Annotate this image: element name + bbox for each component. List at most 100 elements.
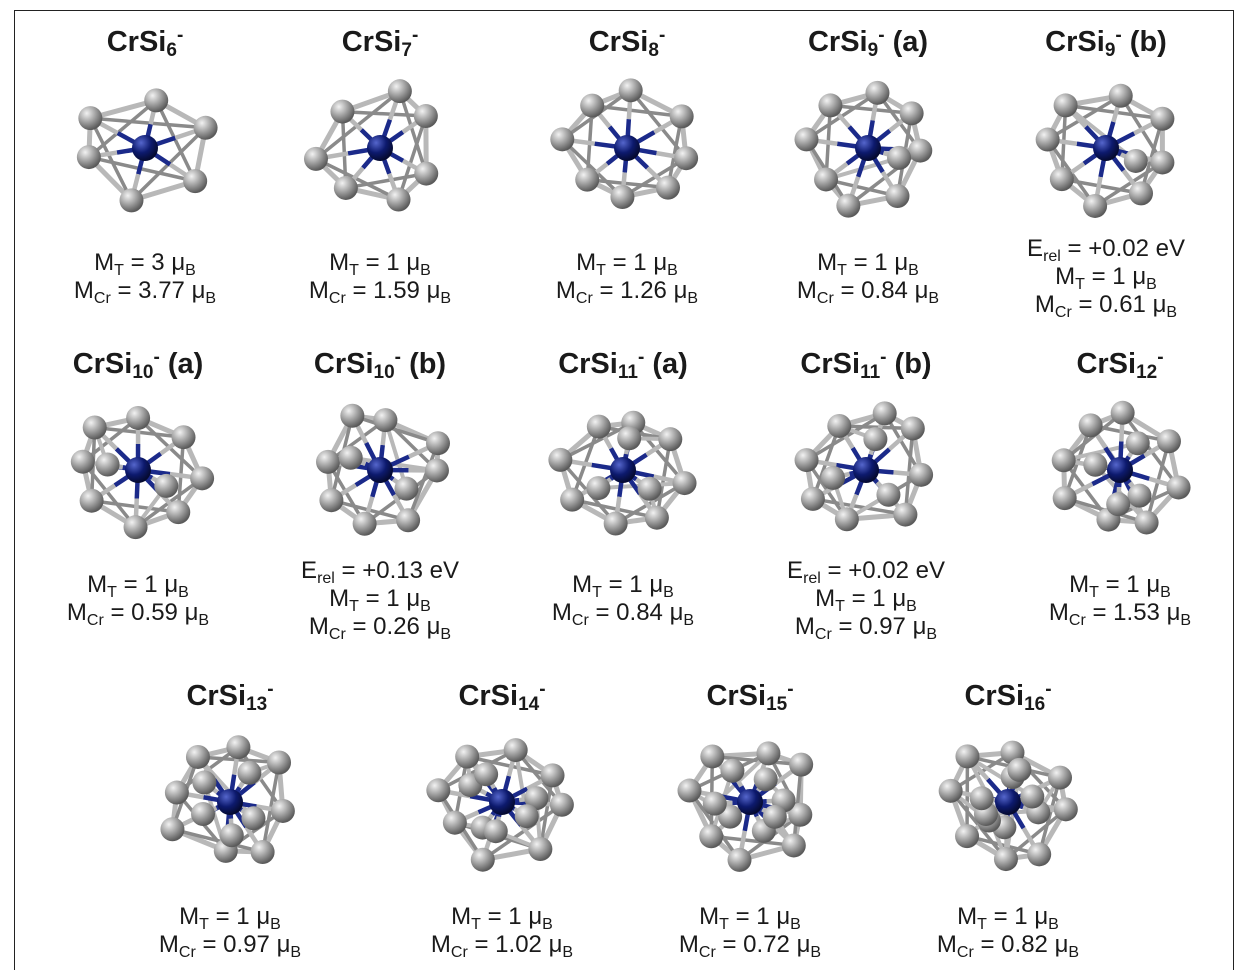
- mu-symbol: μ: [185, 599, 199, 626]
- total-moment: MT = 1 μB: [493, 571, 753, 599]
- si-atom: [873, 401, 897, 425]
- si-atom: [1128, 484, 1152, 508]
- si-atom: [1157, 429, 1181, 453]
- cluster-structure-image: [15, 60, 275, 235]
- mt-value: 1: [508, 903, 521, 930]
- si-atom: [970, 786, 994, 810]
- si-atom: [548, 448, 572, 472]
- cluster-structure-image: [990, 382, 1249, 557]
- total-moment: MT = 3 μB: [15, 249, 275, 277]
- cluster-structure-image: [738, 60, 998, 235]
- equals-sign: =: [821, 557, 848, 584]
- mu-symbol: μ: [277, 931, 291, 958]
- si-atom: [528, 837, 552, 861]
- cluster-formula: CrSi11- (b): [736, 348, 996, 382]
- si-atom: [484, 819, 508, 843]
- equals-sign: =: [1061, 235, 1088, 262]
- si-atom: [80, 489, 104, 513]
- si-atom: [96, 453, 120, 477]
- mcr-symbol: M: [552, 599, 572, 626]
- equals-sign: =: [602, 571, 629, 598]
- si-atom: [124, 515, 148, 539]
- si-atom: [587, 415, 611, 439]
- cluster-structure-image: [250, 382, 510, 557]
- si-atom: [267, 751, 291, 775]
- si-atom: [83, 416, 107, 440]
- equals-sign: =: [729, 903, 756, 930]
- equals-sign: =: [104, 599, 131, 626]
- formula-charge: -: [787, 679, 793, 700]
- total-moment: MT = 1 μB: [976, 263, 1236, 291]
- mu-subscript: B: [1180, 612, 1191, 629]
- formula-charge: -: [177, 25, 183, 46]
- si-atom: [1150, 150, 1174, 174]
- mt-symbol: M: [699, 903, 719, 930]
- si-atom: [673, 471, 697, 495]
- equals-sign: =: [196, 931, 223, 958]
- si-atom: [474, 762, 498, 786]
- si-atom: [1054, 797, 1078, 821]
- si-atom: [1036, 128, 1060, 152]
- formula-si-count: 14: [518, 694, 539, 715]
- formula-charge: -: [1157, 347, 1163, 368]
- mu-symbol: μ: [528, 903, 542, 930]
- cr-moment: MCr = 3.77 μB: [15, 277, 275, 305]
- si-atom: [994, 847, 1018, 871]
- mcr-symbol: M: [797, 277, 817, 304]
- mcr-value: 1.53: [1113, 599, 1160, 626]
- mu-symbol: μ: [670, 599, 684, 626]
- formula-charge: -: [539, 679, 545, 700]
- si-atom: [1129, 181, 1153, 205]
- si-atom: [190, 466, 214, 490]
- formula-element: CrSi: [800, 348, 860, 380]
- cluster-structure-image: [372, 714, 632, 889]
- mu-symbol: μ: [649, 571, 663, 598]
- mt-symbol: M: [451, 903, 471, 930]
- si-atom: [455, 745, 479, 769]
- formula-element: CrSi: [1045, 26, 1105, 58]
- si-atom: [865, 81, 889, 105]
- mcr-symbol: M: [1049, 599, 1069, 626]
- equals-sign: =: [1099, 571, 1126, 598]
- equals-sign: =: [209, 903, 236, 930]
- mu-subscript: B: [1166, 304, 1177, 321]
- cr-moment: MCr = 1.59 μB: [250, 277, 510, 305]
- si-atom: [304, 147, 328, 171]
- si-atom: [885, 184, 909, 208]
- si-atom: [699, 824, 723, 848]
- si-atom: [373, 408, 397, 432]
- mcr-value: 0.59: [131, 599, 178, 626]
- si-atom: [316, 450, 340, 474]
- si-atom: [443, 811, 467, 835]
- si-atom: [728, 848, 752, 872]
- formula-element: CrSi: [107, 26, 167, 58]
- si-atom: [908, 139, 932, 163]
- cr-atom: [610, 457, 636, 483]
- cluster-formula: CrSi7-: [250, 26, 510, 60]
- cluster-formula: CrSi9- (b): [976, 26, 1236, 60]
- total-moment: MT = 1 μB: [8, 571, 268, 599]
- si-atom: [1124, 149, 1148, 173]
- total-moment: MT = 1 μB: [620, 903, 880, 931]
- mcr-symbol: M: [74, 277, 94, 304]
- mt-symbol: M: [817, 249, 837, 276]
- isomer-tag: (b): [895, 348, 932, 380]
- mcr-symbol: M: [67, 599, 87, 626]
- mu-symbol: μ: [406, 249, 420, 276]
- mt-symbol: M: [94, 249, 114, 276]
- equals-sign: =: [346, 277, 373, 304]
- si-atom: [703, 792, 727, 816]
- si-atom: [126, 406, 150, 430]
- si-atom: [340, 404, 364, 428]
- si-atom: [1135, 510, 1159, 534]
- erel-symbol: E: [1027, 235, 1043, 262]
- equals-sign: =: [593, 277, 620, 304]
- equals-sign: =: [589, 599, 616, 626]
- formula-si-count: 9: [868, 40, 879, 61]
- total-moment: MT = 1 μB: [497, 249, 757, 277]
